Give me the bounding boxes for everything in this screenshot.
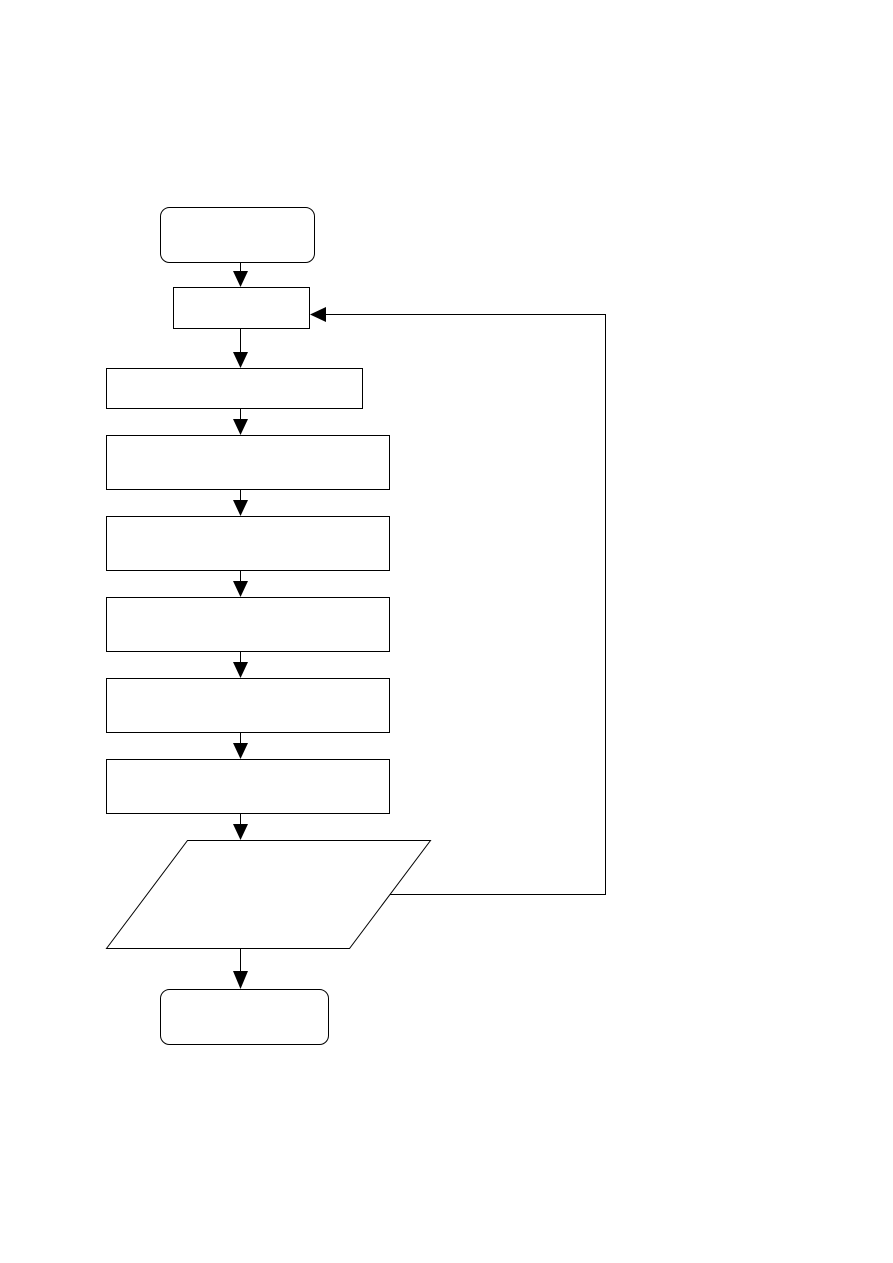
decision-parallelogram: [105, 840, 432, 949]
start-terminator: [160, 207, 315, 263]
arrowhead: [233, 271, 248, 287]
process-step-2: [106, 435, 390, 490]
loop-back-connector: [310, 307, 606, 895]
loop-target-process-box: [173, 287, 310, 329]
arrowhead: [233, 352, 248, 368]
connector-step-2-to-step-3: [233, 490, 248, 516]
connector-step-5-to-step-6: [233, 733, 248, 759]
process-step-3: [106, 516, 390, 571]
arrowhead: [233, 500, 248, 516]
arrowhead: [233, 662, 248, 678]
arrowhead: [233, 419, 248, 435]
arrowhead: [233, 971, 248, 989]
connector-start-to-loop-target: [233, 262, 248, 287]
arrowhead: [233, 824, 248, 840]
connector-step-4-to-step-5: [233, 652, 248, 678]
process-step-4: [106, 597, 390, 652]
connector-step-3-to-step-4: [233, 571, 248, 597]
connector-step-6-to-decision: [233, 814, 248, 840]
arrowhead: [233, 581, 248, 597]
arrowhead: [310, 307, 326, 322]
connector-loop-target-to-step-1: [233, 329, 248, 368]
connector-step-1-to-step-2: [233, 409, 248, 435]
connector-decision-to-end: [233, 949, 248, 989]
process-step-6: [106, 759, 390, 814]
arrowhead: [233, 743, 248, 759]
process-step-5: [106, 678, 390, 733]
end-terminator: [160, 989, 329, 1045]
process-step-1: [106, 368, 363, 409]
